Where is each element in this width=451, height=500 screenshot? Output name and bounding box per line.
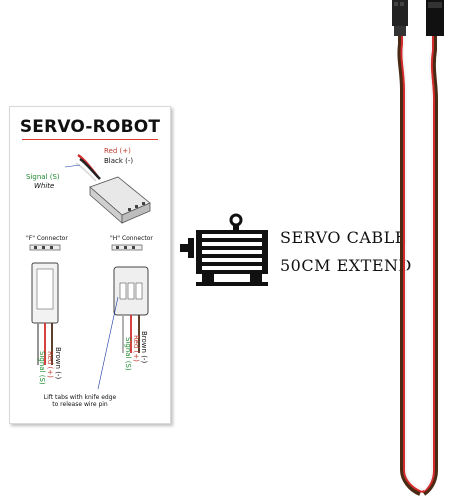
label-h-signal: Signal (S) [124, 337, 132, 371]
servo-cable-icon [392, 0, 444, 496]
product-length: 50CM EXTEND [280, 256, 412, 275]
product-title: SERVO CABLE [280, 228, 407, 247]
label-black-wire: Black (-) [104, 157, 134, 165]
caption-line-2: to release wire pin [52, 401, 108, 408]
label-signal-white: White [34, 182, 55, 190]
caption-line-1: Lift tabs with knife edge [43, 394, 117, 401]
label-signal: Signal (S) [26, 173, 60, 181]
servo-connector-icon [29, 153, 151, 390]
label-f-brown: Brown (-) [54, 347, 62, 380]
label-h-brown: Brown (-) [140, 331, 148, 364]
label-f-connector: "F" Connector [26, 235, 68, 242]
servo-robot-card: SERVO-ROBOT [9, 106, 171, 424]
release-caption: Lift tabs with knife edge to release wir… [20, 394, 140, 408]
label-h-connector: "H" Connector [110, 235, 153, 242]
label-f-signal: Signal (S) [38, 351, 46, 385]
label-red-wire: Red (+) [104, 147, 131, 155]
label-h-red: Red (+) [132, 335, 140, 362]
title-divider [22, 139, 158, 140]
motor-icon [180, 213, 268, 286]
card-title: SERVO-ROBOT [19, 117, 161, 137]
label-f-red: Red (+) [46, 351, 54, 378]
